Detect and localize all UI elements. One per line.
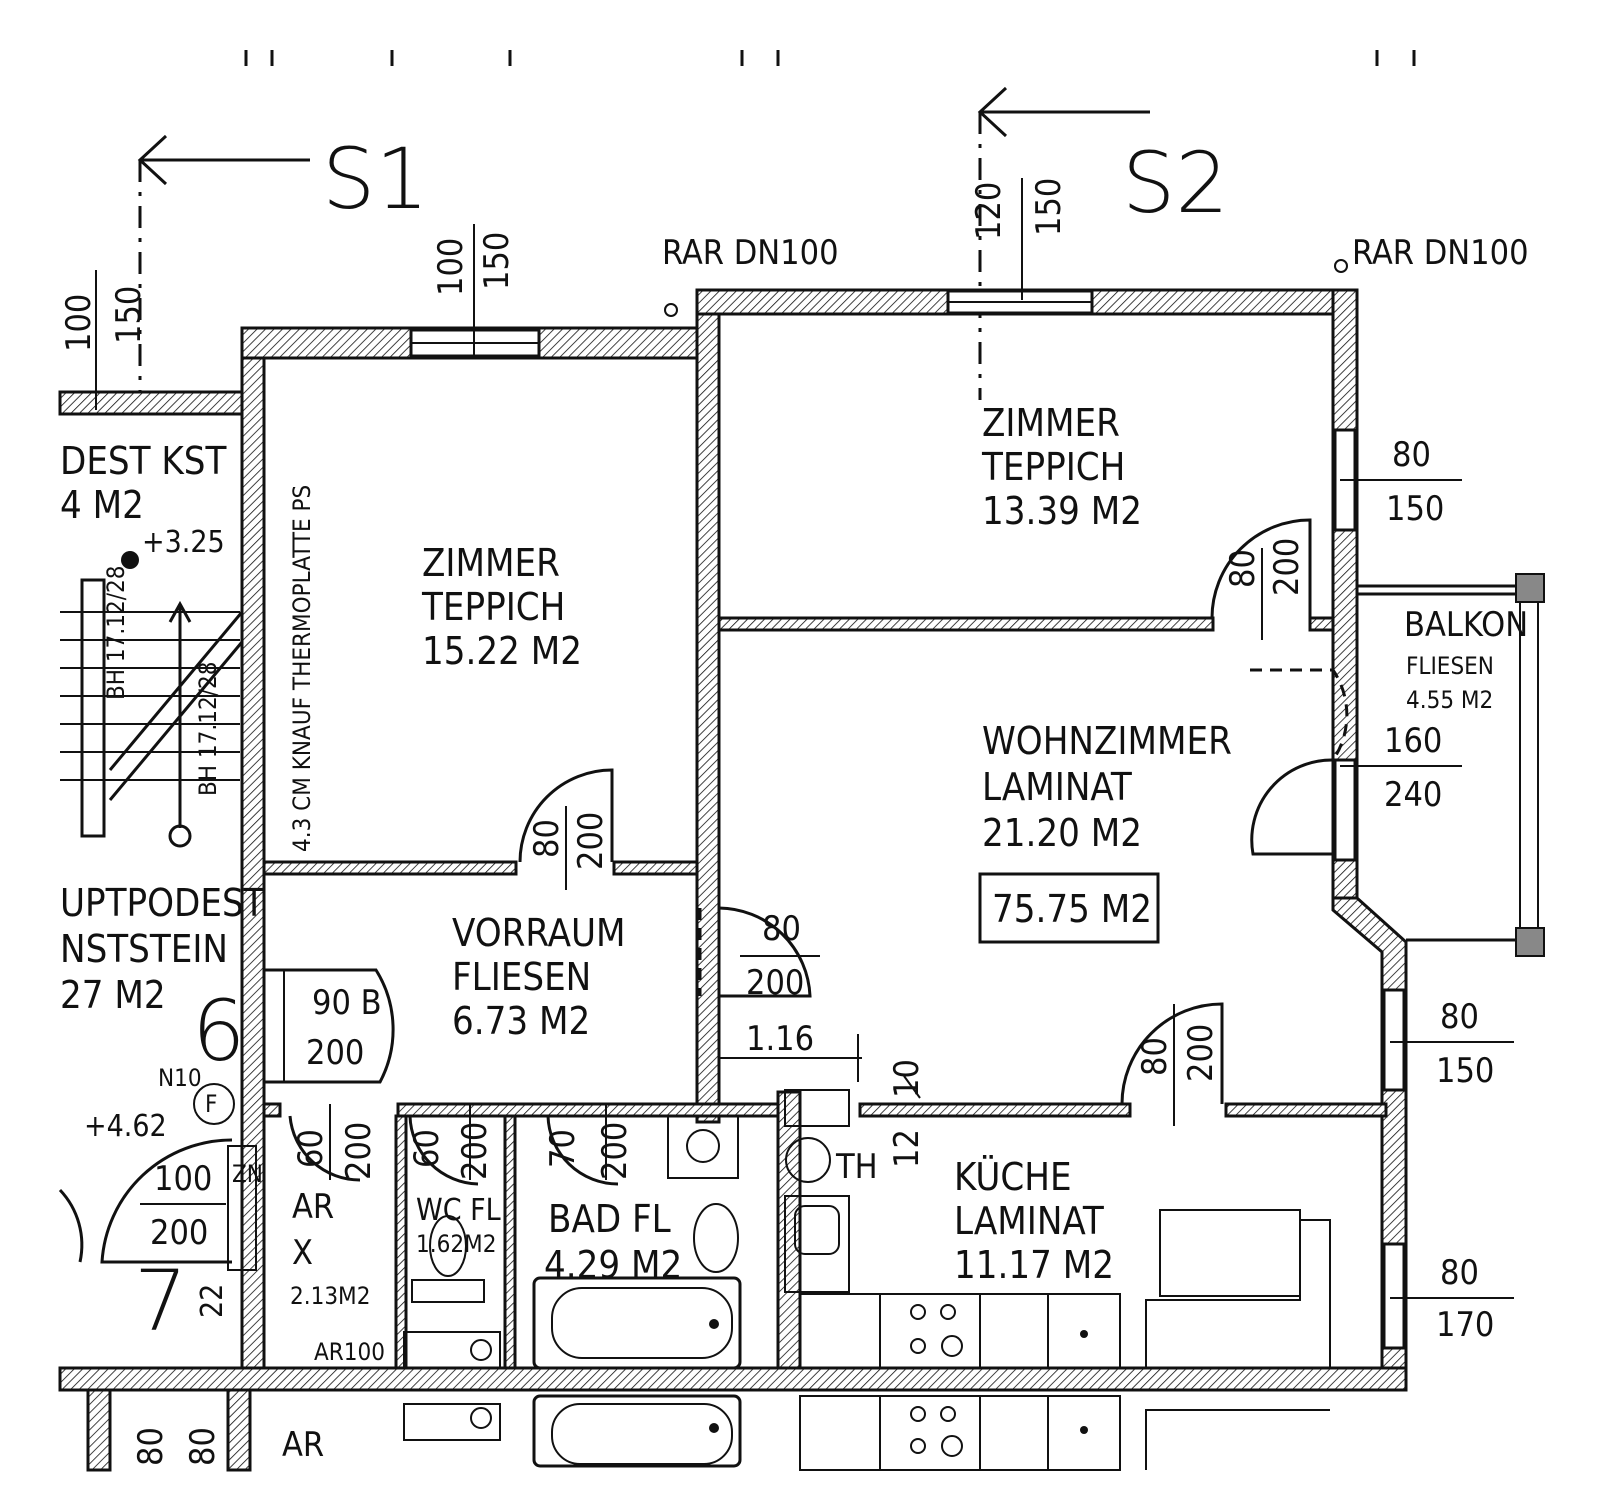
level-lower: +4.62 bbox=[84, 1109, 167, 1144]
room-name-zimmer-2: ZIMMER bbox=[982, 401, 1120, 445]
dim-kueche-window-80: 80 bbox=[1440, 1253, 1479, 1293]
fixtures bbox=[193, 1083, 1331, 1471]
total-area-box bbox=[978, 872, 1160, 944]
room-area-bad: 4.29 M2 bbox=[544, 1243, 682, 1287]
unit-number-6: 6 bbox=[192, 982, 245, 1080]
level-podest-kst: +3.25 bbox=[142, 525, 225, 560]
dim-116: 1.16 bbox=[746, 1019, 814, 1059]
stair-door-height: 200 bbox=[150, 1213, 208, 1253]
dim-wohn-window-150: 150 bbox=[1436, 1051, 1494, 1091]
dim-left-150: 150 bbox=[109, 286, 149, 344]
walls bbox=[58, 288, 1408, 1472]
dim-zimmer1-150: 150 bbox=[477, 232, 517, 290]
label-10: 10 bbox=[887, 1059, 927, 1098]
room-name-hauptpodest: UPTPODEST bbox=[60, 881, 265, 925]
label-n10: N10 bbox=[158, 1064, 202, 1092]
dim-door-zimmer2-80: 80 bbox=[1223, 549, 1263, 588]
room-floor-kueche: LAMINAT bbox=[954, 1199, 1104, 1243]
dim-door-zimmer1-80: 80 bbox=[527, 819, 567, 858]
dim-door-wc-60: 60 bbox=[407, 1129, 447, 1168]
balcony bbox=[1355, 573, 1545, 957]
downpipe-label-right: RAR DN100 bbox=[1352, 233, 1529, 273]
entrance-door-width: 90 B bbox=[312, 983, 382, 1023]
dim-door-vorraum-80: 80 bbox=[762, 909, 801, 949]
downpipe-label-left: RAR DN100 bbox=[662, 233, 839, 273]
label-th: TH bbox=[835, 1147, 878, 1187]
total-area: 75.75 M2 bbox=[992, 887, 1152, 931]
entrance-door-height: 200 bbox=[306, 1033, 364, 1073]
section-marker-s1: S1 bbox=[137, 130, 429, 410]
room-floor-wohnzimmer: LAMINAT bbox=[982, 765, 1132, 809]
room-tag-ar100: AR100 bbox=[314, 1338, 385, 1366]
room-area-vorraum: 6.73 M2 bbox=[452, 999, 590, 1043]
label-f: F bbox=[205, 1090, 217, 1118]
room-name-zimmer-1: ZIMMER bbox=[422, 541, 560, 585]
room-name-wohnzimmer: WOHNZIMMER bbox=[982, 719, 1232, 763]
dim-lower-90-a: 80 bbox=[131, 1427, 171, 1466]
room-code-ar: X bbox=[292, 1233, 313, 1273]
dim-balkon-240: 240 bbox=[1384, 775, 1442, 815]
label-22: 22 bbox=[195, 1284, 230, 1318]
dim-door-bad-70: 70 bbox=[543, 1129, 583, 1168]
dim-door-zimmer2-200: 200 bbox=[1267, 538, 1307, 596]
room-area-wohnzimmer: 21.20 M2 bbox=[982, 811, 1142, 855]
dim-window-150: 150 bbox=[1386, 489, 1444, 529]
room-area-zimmer-2: 13.39 M2 bbox=[982, 489, 1142, 533]
room-floor-zimmer-1: TEPPICH bbox=[421, 585, 565, 629]
room-area-ar: 2.13M2 bbox=[290, 1282, 370, 1310]
stairs bbox=[60, 551, 244, 848]
label-12: 12 bbox=[887, 1129, 927, 1168]
label-zn: ZN bbox=[232, 1160, 263, 1188]
dim-door-kueche-80: 80 bbox=[1135, 1037, 1175, 1076]
room-name-podest-kst: DEST KST bbox=[60, 439, 226, 483]
room-name-wc: WC FL bbox=[416, 1193, 501, 1228]
unit-number-7: 7 bbox=[134, 1252, 187, 1350]
room-area-balkon: 4.55 M2 bbox=[1406, 686, 1493, 714]
room-name-vorraum: VORRAUM bbox=[452, 911, 626, 955]
stair-label-1: BH 17.12/28 bbox=[102, 566, 130, 700]
dim-balkon-160: 160 bbox=[1384, 721, 1442, 761]
dim-door-vorraum-200: 200 bbox=[746, 963, 804, 1003]
grid-ticks bbox=[244, 50, 1416, 66]
dim-kueche-window-170: 170 bbox=[1436, 1305, 1494, 1345]
dim-wohn-window-80: 80 bbox=[1440, 997, 1479, 1037]
stair-label-2: BH 17.12/28 bbox=[194, 662, 222, 796]
room-area-kueche: 11.17 M2 bbox=[954, 1243, 1114, 1287]
section-marker-s2: S2 bbox=[977, 86, 1229, 400]
room-floor-hauptpodest: NSTSTEIN bbox=[60, 927, 228, 971]
room-floor-vorraum: FLIESEN bbox=[452, 955, 591, 999]
dim-zimmer2-150: 150 bbox=[1029, 178, 1069, 236]
labels: RAR DN100 RAR DN100 ZIMMER TEPPICH 15.22… bbox=[59, 178, 1529, 1466]
dim-zimmer2-120: 120 bbox=[969, 182, 1009, 240]
room-floor-balkon: FLIESEN bbox=[1406, 652, 1494, 680]
dim-zimmer1-100: 100 bbox=[431, 238, 471, 296]
wall-note: 4.3 CM KNAUF THERMOPLATTE PS bbox=[288, 485, 316, 852]
section-label-s2: S2 bbox=[1122, 134, 1229, 232]
dim-door-ar-200: 200 bbox=[339, 1122, 379, 1180]
room-floor-zimmer-2: TEPPICH bbox=[981, 445, 1125, 489]
dim-door-zimmer1-200: 200 bbox=[571, 812, 611, 870]
dim-left-100: 100 bbox=[59, 294, 99, 352]
room-area-wc: 1.62M2 bbox=[416, 1230, 496, 1258]
dim-door-kueche-200: 200 bbox=[1181, 1024, 1221, 1082]
section-label-s1: S1 bbox=[322, 130, 429, 228]
room-name-ar-lower: AR bbox=[282, 1425, 324, 1465]
room-name-balkon: BALKON bbox=[1404, 605, 1528, 645]
room-area-zimmer-1: 15.22 M2 bbox=[422, 629, 582, 673]
dimension-lines bbox=[95, 178, 1514, 1299]
doors bbox=[58, 518, 1349, 1264]
room-name-ar: AR bbox=[292, 1187, 334, 1227]
room-area-hauptpodest: 27 M2 bbox=[60, 973, 166, 1017]
dim-door-wc-200: 200 bbox=[455, 1122, 495, 1180]
room-area-podest-kst: 4 M2 bbox=[60, 483, 144, 527]
dim-door-bad-200: 200 bbox=[595, 1122, 635, 1180]
stair-door-width: 100 bbox=[154, 1159, 212, 1199]
dim-window-80: 80 bbox=[1392, 435, 1431, 475]
dim-door-ar-60: 60 bbox=[291, 1129, 331, 1168]
room-name-bad: BAD FL bbox=[548, 1197, 671, 1241]
room-name-kueche: KÜCHE bbox=[954, 1155, 1072, 1199]
dim-lower-90-b: 80 bbox=[183, 1427, 223, 1466]
